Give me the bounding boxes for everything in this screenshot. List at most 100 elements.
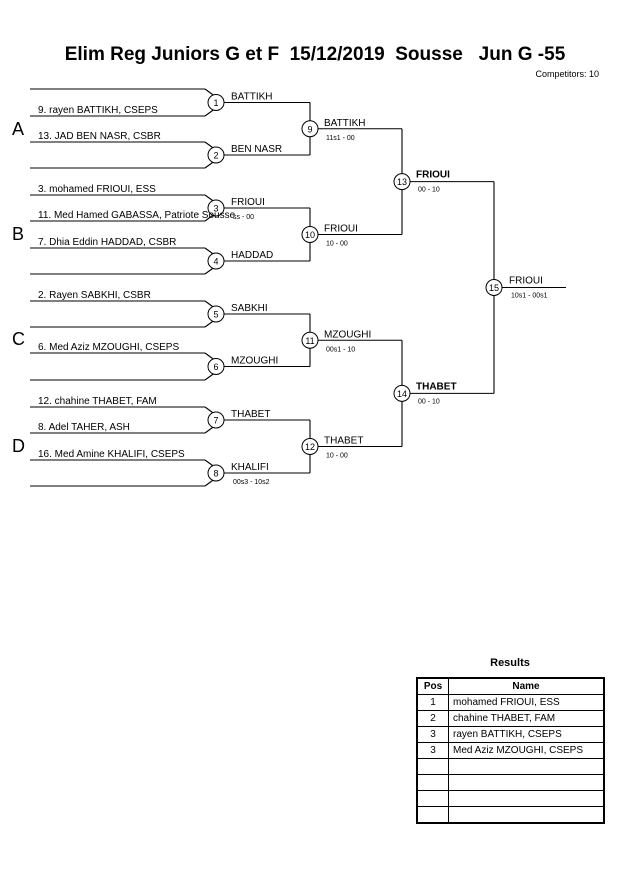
score-label: 00s1 - 10 [326, 346, 355, 353]
winner-label: KHALIFI [231, 462, 269, 473]
match-number-circle [207, 358, 225, 375]
winner-label: BATTIKH [324, 118, 365, 129]
result-name: mohamed FRIOUI, ESS [448, 694, 605, 711]
match-number-circle [207, 464, 225, 482]
match-number: 15 [489, 283, 499, 293]
match-number: 9 [307, 124, 312, 134]
result-pos [416, 758, 449, 775]
match-number: 1 [213, 98, 218, 108]
match-number: 4 [213, 257, 218, 267]
entry-label: 8. Adel TAHER, ASH [38, 422, 130, 433]
page-title: Elim Reg Juniors G et F 15/12/2019 Souss… [64, 44, 566, 65]
winner-label: THABET [416, 381, 457, 392]
match-number-circle [207, 94, 225, 111]
pool-letter: B [12, 224, 24, 244]
match-number: 5 [213, 310, 218, 320]
winner-label: BATTIKH [231, 92, 272, 103]
match-number-circle [207, 199, 225, 217]
winner-label: FRIOUI [231, 197, 265, 208]
winner-label: SABKHI [231, 303, 268, 314]
match-number: 13 [397, 177, 407, 187]
result-pos [416, 774, 449, 791]
champion-label: FRIOUI [509, 276, 543, 287]
winner-label: FRIOUI [416, 170, 450, 181]
results-title: Results [490, 657, 530, 669]
winner-label: BEN NASR [231, 144, 282, 155]
bracket-lines [30, 88, 566, 487]
results-col-name: Name [448, 677, 605, 695]
result-pos: 2 [416, 710, 449, 727]
result-name: rayen BATTIKH, CSEPS [448, 726, 605, 743]
result-pos: 3 [416, 742, 449, 759]
results-row [416, 790, 605, 807]
score-label: 10 - 00 [326, 453, 348, 460]
match-number: 12 [305, 442, 315, 452]
score-label: 10s1 - 00s1 [511, 293, 548, 300]
match-number-circle [393, 384, 411, 402]
match-number-circle [207, 305, 225, 323]
match-number: 3 [213, 204, 218, 214]
winner-label: THABET [231, 409, 270, 420]
entry-label: 2. Rayen SABKHI, CSBR [38, 290, 151, 301]
entry-label: 13. JAD BEN NASR, CSBR [38, 131, 161, 142]
result-name [448, 790, 605, 807]
match-number: 8 [213, 469, 218, 479]
match-number: 7 [213, 416, 218, 426]
match-number-circle [207, 411, 225, 429]
score-label: ss - 00 [233, 214, 254, 221]
pool-letter: A [12, 119, 24, 139]
results-row [416, 758, 605, 775]
match-number-circle [301, 120, 319, 138]
results-row [416, 774, 605, 791]
entry-label: 9. rayen BATTIKH, CSEPS [38, 105, 158, 116]
result-name [448, 758, 605, 775]
score-label: 00 - 10 [418, 187, 440, 194]
match-number-circle [301, 226, 319, 243]
result-pos [416, 790, 449, 807]
winner-label: THABET [324, 436, 363, 447]
result-pos: 3 [416, 726, 449, 743]
result-pos: 1 [416, 694, 449, 711]
winner-label: FRIOUI [324, 224, 358, 235]
winner-label: MZOUGHI [324, 329, 371, 340]
score-label: 00 - 10 [418, 398, 440, 405]
match-number: 6 [213, 362, 218, 372]
result-name [448, 774, 605, 791]
results-row [416, 806, 605, 824]
score-label: 00s3 - 10s2 [233, 479, 270, 486]
pool-letter: C [12, 329, 25, 349]
result-name: Med Aziz MZOUGHI, CSEPS [448, 742, 605, 759]
match-number: 10 [305, 230, 315, 240]
entry-label: 16. Med Amine KHALIFI, CSEPS [38, 449, 185, 460]
result-name [448, 806, 605, 824]
entry-label: 6. Med Aziz MZOUGHI, CSEPS [38, 342, 179, 353]
match-number-circle [301, 438, 319, 455]
match-number-circle [485, 279, 503, 296]
results-col-pos: Pos [416, 677, 449, 695]
match-number: 11 [305, 336, 314, 346]
winner-label: MZOUGHI [231, 356, 278, 367]
result-name: chahine THABET, FAM [448, 710, 605, 727]
score-label: 11s1 - 00 [326, 135, 355, 142]
result-pos [416, 806, 449, 824]
results-header-row: Pos Name [416, 677, 605, 695]
match-number: 14 [397, 389, 407, 399]
match-number-circle [393, 173, 411, 191]
pool-letter: D [12, 436, 25, 456]
match-number-circle [301, 331, 319, 349]
competitors-count: Competitors: 10 [535, 69, 599, 79]
entry-label: 7. Dhia Eddin HADDAD, CSBR [38, 237, 176, 248]
score-label: 10 - 00 [326, 241, 348, 248]
match-number-circle [207, 146, 225, 164]
match-number: 2 [213, 151, 218, 161]
bracket-labels: 1 9. rayen BATTIKH, CSEPS 2 13. JAD BEN NAS… [12, 92, 548, 487]
match-number-circle [207, 252, 225, 270]
entry-label: 12. chahine THABET, FAM [38, 396, 157, 407]
entry-label: 3. mohamed FRIOUI, ESS [38, 184, 156, 195]
